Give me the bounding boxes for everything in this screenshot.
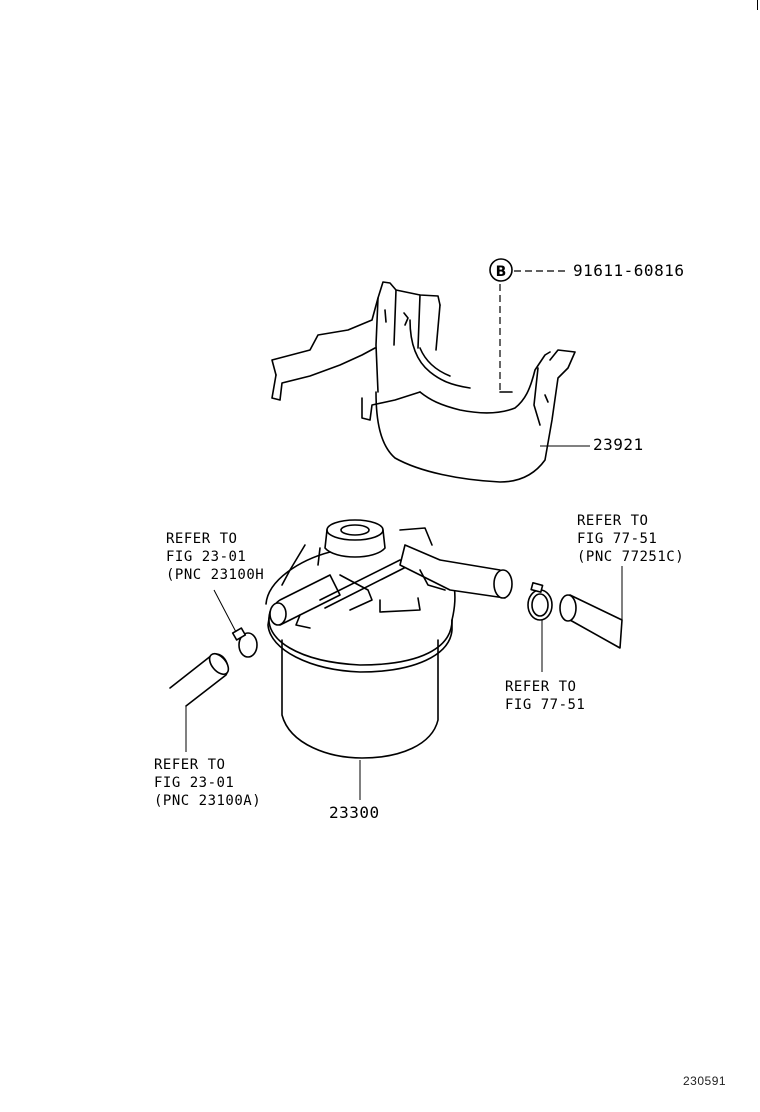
ref-left-top-line2: FIG 23-01 (166, 549, 247, 565)
ref-left-bottom-line3: (PNC 23100A) (154, 793, 262, 809)
part-number-filter: 23300 (329, 803, 380, 822)
ref-right-top-line2: FIG 77-51 (577, 531, 658, 547)
ref-right-mid: REFER TO FIG 77-51 (505, 678, 585, 714)
fuel-filter-23300 (265, 519, 513, 759)
left-hose-clamp (231, 627, 258, 658)
ref-right-mid-line2: FIG 77-51 (505, 697, 586, 713)
bolt-marker-icon: B (489, 258, 513, 282)
left-fuel-hose (169, 652, 230, 707)
ref-right-top-line1: REFER TO (577, 513, 649, 529)
ref-left-bottom: REFER TO FIG 23-01 (PNC 23100A) (154, 756, 261, 810)
bracket-23921 (271, 281, 576, 483)
left-top-ref-leader (213, 589, 237, 633)
right-fuel-hose (559, 594, 623, 649)
part-number-bolt: 91611-60816 (573, 261, 685, 280)
ref-right-mid-line1: REFER TO (505, 679, 577, 695)
ref-left-bottom-line2: FIG 23-01 (154, 775, 235, 791)
part-number-bracket: 23921 (593, 435, 644, 454)
ref-right-top-line3: (PNC 77251C) (577, 549, 685, 565)
ref-left-bottom-line1: REFER TO (154, 757, 226, 773)
page-edge-mark (757, 0, 758, 10)
ref-left-top-line3: (PNC 23100H (166, 567, 265, 583)
ref-left-top-line1: REFER TO (166, 531, 238, 547)
figure-reference-code: 230591 (683, 1074, 727, 1088)
right-hose-clamp (527, 582, 553, 621)
ref-right-top: REFER TO FIG 77-51 (PNC 77251C) (577, 512, 684, 566)
ref-left-top: REFER TO FIG 23-01 (PNC 23100H (166, 530, 264, 584)
bolt-marker-letter: B (496, 264, 507, 280)
